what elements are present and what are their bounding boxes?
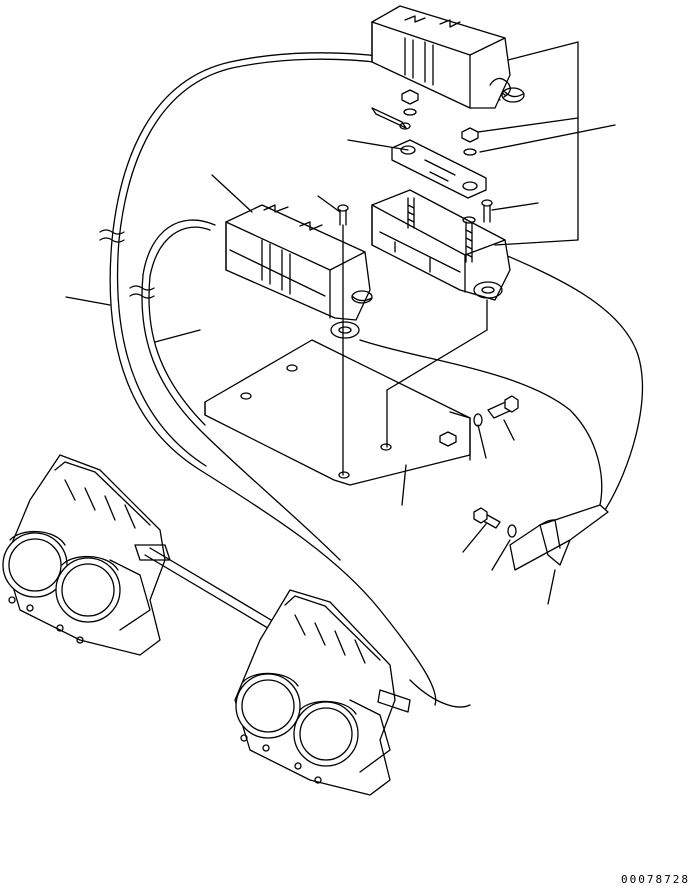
fuse-hardware-top (371, 89, 479, 156)
fuse-base (371, 189, 511, 301)
drawing-number: 00078728 (621, 873, 690, 886)
relay-box (225, 204, 373, 339)
cable-break-marks (99, 229, 155, 299)
lamp-assembly-left (2, 454, 171, 656)
mounting-bracket (204, 339, 471, 486)
fuse-box-cover (371, 5, 525, 109)
bracket-bolt (473, 395, 519, 427)
alignment-lines (342, 224, 488, 476)
cable-clamp (509, 504, 609, 571)
fuse-link (391, 139, 487, 199)
leader-lines (65, 41, 616, 605)
clamp-bolt (473, 507, 517, 538)
lamp-assembly-right (234, 589, 411, 796)
